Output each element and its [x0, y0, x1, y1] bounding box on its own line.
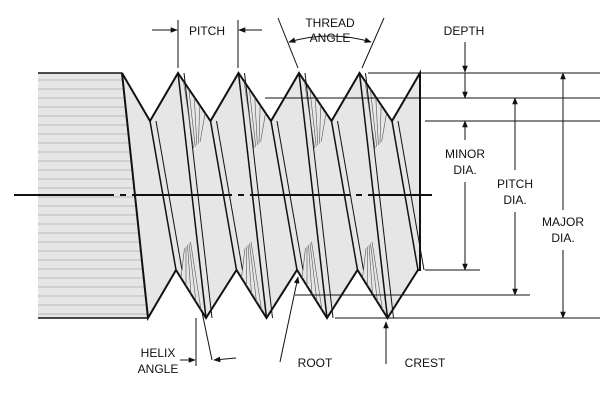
flank-hatch-line	[364, 80, 376, 149]
pitch-label: PITCH	[189, 24, 225, 38]
thread-angle-label-line1: THREAD	[305, 16, 355, 30]
flank-hatch-line	[250, 241, 262, 311]
flank-hatch-line	[301, 248, 306, 279]
flank-hatch-line	[180, 248, 185, 279]
flank-hatch-line	[241, 248, 246, 279]
flank-hatch-line	[375, 96, 379, 146]
flank-hatch-line	[198, 104, 200, 144]
flank-hatch-line	[370, 243, 378, 303]
flank-hatch-line	[188, 243, 197, 303]
flank-hatch-line	[314, 96, 319, 146]
pitch-dia-label-line2: DIA.	[503, 193, 526, 207]
flank-hatch-line	[379, 104, 382, 144]
minor-dia-label-line1: MINOR	[445, 147, 485, 161]
flank-hatch-line	[247, 244, 252, 295]
thread-angle-label-line2: ANGLE	[310, 31, 351, 45]
flank-hatch-line	[309, 243, 318, 303]
flank-hatch-line	[183, 80, 194, 149]
flank-hatch-line	[188, 88, 196, 147]
flank-hatch-line	[187, 244, 192, 295]
flank-hatch-line	[368, 244, 373, 295]
flank-hatch-line	[319, 104, 321, 144]
flank-hatch-line	[258, 104, 261, 144]
helix-angle-label-line2: ANGLE	[138, 362, 179, 376]
flank-hatch-line	[249, 88, 257, 147]
flank-hatch-line	[311, 241, 323, 311]
flank-hatch-line	[370, 88, 378, 147]
crest-label: CREST	[405, 356, 446, 370]
flank-hatch-line	[304, 80, 315, 149]
root-label: ROOT	[298, 356, 333, 370]
minor-dia-label-line2: DIA.	[453, 163, 476, 177]
flank-hatch-line	[199, 112, 206, 142]
root-helix-line	[337, 120, 364, 271]
flank-hatch-line	[190, 241, 202, 311]
major-dia-label-line1: MAJOR	[542, 215, 584, 229]
flank-hatch-line	[243, 80, 255, 149]
flank-hatch-line	[362, 248, 367, 279]
major-dia-label-line2: DIA.	[551, 231, 574, 245]
depth-label: DEPTH	[444, 24, 485, 38]
pitch-dia-label-line1: PITCH	[497, 177, 533, 191]
flank-hatch-line	[381, 112, 387, 142]
flank-hatch-line	[254, 96, 258, 146]
flank-hatch-line	[320, 112, 327, 142]
flank-hatch-line	[249, 243, 257, 303]
helix-angle-label-line1: HELIX	[141, 346, 176, 360]
flank-hatch-line	[193, 96, 198, 146]
flank-hatch-line	[309, 88, 317, 147]
dimension-arrows	[152, 27, 566, 364]
flank-hatch-line	[308, 244, 313, 295]
flank-hatch-line	[260, 112, 266, 142]
flank-hatch-line	[371, 241, 383, 311]
